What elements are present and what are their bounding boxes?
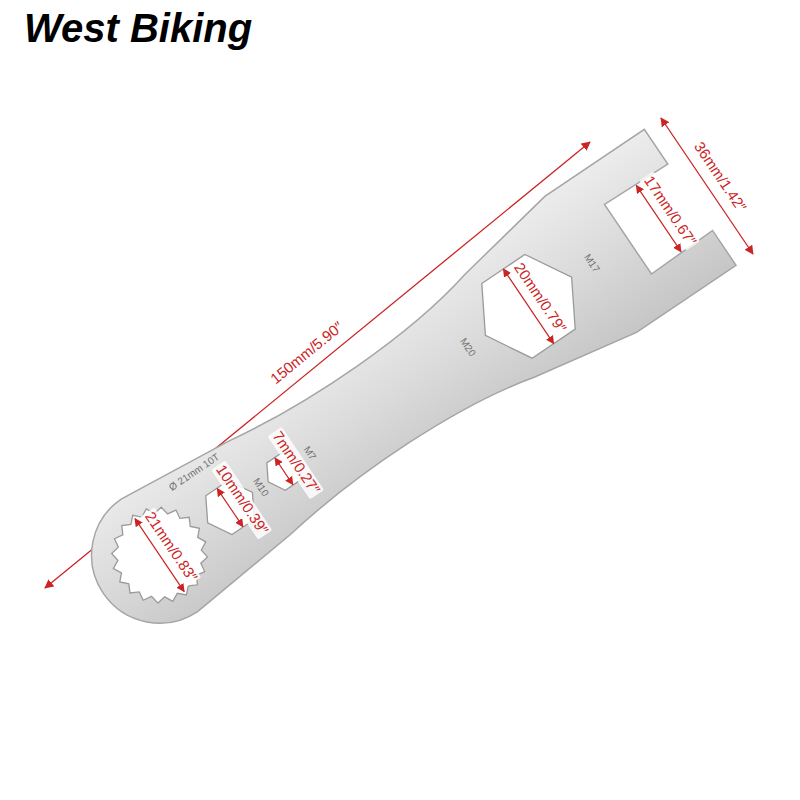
dimension-label: 36mm/1.42″ xyxy=(690,137,751,216)
dimension-label: 21mm/0.83″ xyxy=(141,508,202,587)
brand-watermark: West Biking xyxy=(24,6,252,50)
spline-hole xyxy=(93,489,226,622)
dimension-label: 17mm/0.67″ xyxy=(640,171,701,250)
dimension-label: 150mm/5.90″ xyxy=(266,317,348,388)
dimension-label: 20mm/0.79″ xyxy=(510,259,571,338)
wrench-holes xyxy=(93,237,599,621)
engraved-marking: M17 xyxy=(582,252,602,274)
wrench xyxy=(57,129,736,661)
wrench-body xyxy=(57,129,736,661)
dimension-label: 7mm/0.27″ xyxy=(267,427,323,499)
dimension-label: 10mm/0.39″ xyxy=(211,460,272,539)
hex-hole xyxy=(460,240,597,373)
engraved-marking: M10 xyxy=(251,476,271,498)
engraved-marking: M7 xyxy=(302,445,319,463)
hole-dimensions xyxy=(134,181,683,592)
engraved-marking: M20 xyxy=(458,336,478,358)
